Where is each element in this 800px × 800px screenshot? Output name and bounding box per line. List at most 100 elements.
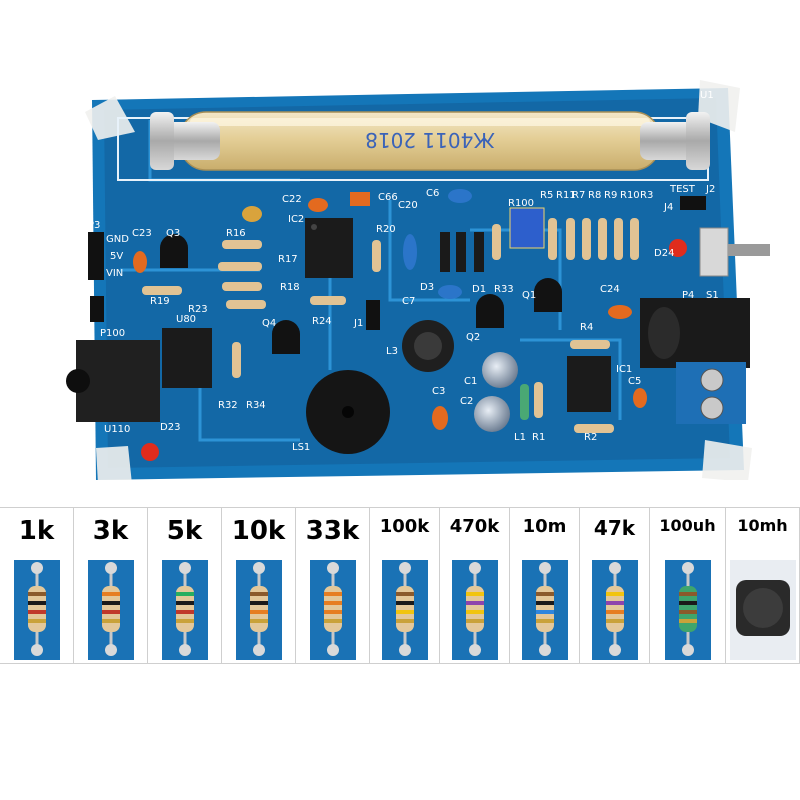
label-d3: D3 (420, 282, 434, 293)
label-r17: R17 (278, 254, 298, 265)
label-c66: C66 (378, 192, 398, 203)
color-band (678, 619, 697, 623)
label-d24: D24 (654, 248, 674, 259)
buzzer (306, 370, 390, 454)
label-c24: C24 (600, 284, 620, 295)
label-r16: R16 (226, 228, 246, 239)
solder-pad (398, 562, 411, 574)
transistor-q3 (160, 234, 188, 268)
color-band (605, 592, 624, 596)
legend-cell-1k: 1k (0, 508, 74, 663)
diodes (440, 232, 484, 272)
component-photo-3k (87, 560, 134, 660)
color-band (27, 592, 46, 596)
legend-label: 10mh (737, 516, 788, 535)
color-band (605, 619, 624, 623)
label-q2: Q2 (466, 332, 480, 343)
led-d23 (141, 443, 159, 461)
color-band (249, 592, 268, 596)
label-j2: J2 (705, 184, 715, 195)
solder-pad (538, 644, 551, 656)
geiger-counter-pcb-photo: Ж4011 2018 (66, 80, 770, 480)
legend-label: 470k (449, 516, 500, 537)
choke-core (742, 588, 783, 628)
label-c3: C3 (432, 386, 445, 397)
component-photo-470k (451, 560, 498, 660)
color-band (535, 592, 554, 596)
color-band (175, 619, 194, 623)
label-s1: S1 (706, 290, 719, 301)
color-band (678, 610, 697, 614)
color-band (465, 610, 484, 614)
label-j4: J4 (663, 202, 673, 213)
label-l1: L1 (514, 432, 526, 443)
legend-cell-10mh: 10mh (726, 508, 800, 663)
label-r20: R20 (376, 224, 396, 235)
legend-label: 10k (231, 516, 286, 546)
solder-pad (398, 644, 411, 656)
label-ls1: LS1 (292, 442, 310, 453)
component-photo-100k (381, 560, 428, 660)
label-c20: C20 (398, 200, 418, 211)
legend-label: 100uh (659, 516, 716, 535)
solder-pad (326, 562, 339, 574)
solder-pad (538, 562, 551, 574)
color-band (175, 592, 194, 596)
legend-cell-100uh: 100uh (650, 508, 726, 663)
label-c1: C1 (464, 376, 477, 387)
label-r34: R34 (246, 400, 266, 411)
transistor-q2 (476, 294, 504, 328)
solder-pad (681, 562, 694, 574)
color-band (249, 619, 268, 623)
ic2-chip (305, 218, 353, 278)
u80-chip (162, 328, 212, 388)
legend-cell-5k: 5k (148, 508, 222, 663)
label-p100: P100 (100, 328, 125, 339)
color-band (605, 601, 624, 605)
color-band (249, 610, 268, 614)
terminal-block (676, 362, 746, 424)
solder-pad (178, 644, 191, 656)
solder-pad (468, 562, 481, 574)
label-5v: 5V (110, 251, 123, 262)
label-vin: VIN (106, 268, 123, 279)
label-r7: R7 (572, 190, 585, 201)
capacitor-c2 (474, 396, 510, 432)
label-r3: R3 (640, 190, 653, 201)
solder-pad (468, 644, 481, 656)
solder-pad (608, 562, 621, 574)
legend-cell-10k: 10k (222, 508, 296, 663)
color-band (395, 619, 414, 623)
color-band (101, 619, 120, 623)
color-band (101, 610, 120, 614)
color-band (678, 592, 697, 596)
tape-bottom-left (96, 446, 132, 480)
color-band (323, 601, 342, 605)
component-photo-47k (591, 560, 638, 660)
color-band (27, 619, 46, 623)
tube-marking: Ж4011 2018 (365, 128, 495, 152)
legend-label: 1k (18, 516, 55, 546)
label-gnd: GND (106, 234, 129, 245)
color-band (323, 619, 342, 623)
label-u80: U80 (176, 314, 196, 325)
label-r19: R19 (150, 296, 170, 307)
label-r1: R1 (532, 432, 545, 443)
color-band (323, 610, 342, 614)
label-r100: R100 (508, 198, 534, 209)
label-r2: R2 (584, 432, 597, 443)
color-band (535, 619, 554, 623)
solder-pad (104, 644, 117, 656)
color-band (101, 592, 120, 596)
component-photo-100uh (664, 560, 711, 660)
label-c7: C7 (402, 296, 415, 307)
audio-jack (66, 340, 160, 422)
solder-pad (30, 562, 43, 574)
solder-pad (252, 644, 265, 656)
component-photo-33k (309, 560, 356, 660)
color-band (249, 601, 268, 605)
label-c5: C5 (628, 376, 641, 387)
color-band (465, 601, 484, 605)
label-r24: R24 (312, 316, 332, 327)
